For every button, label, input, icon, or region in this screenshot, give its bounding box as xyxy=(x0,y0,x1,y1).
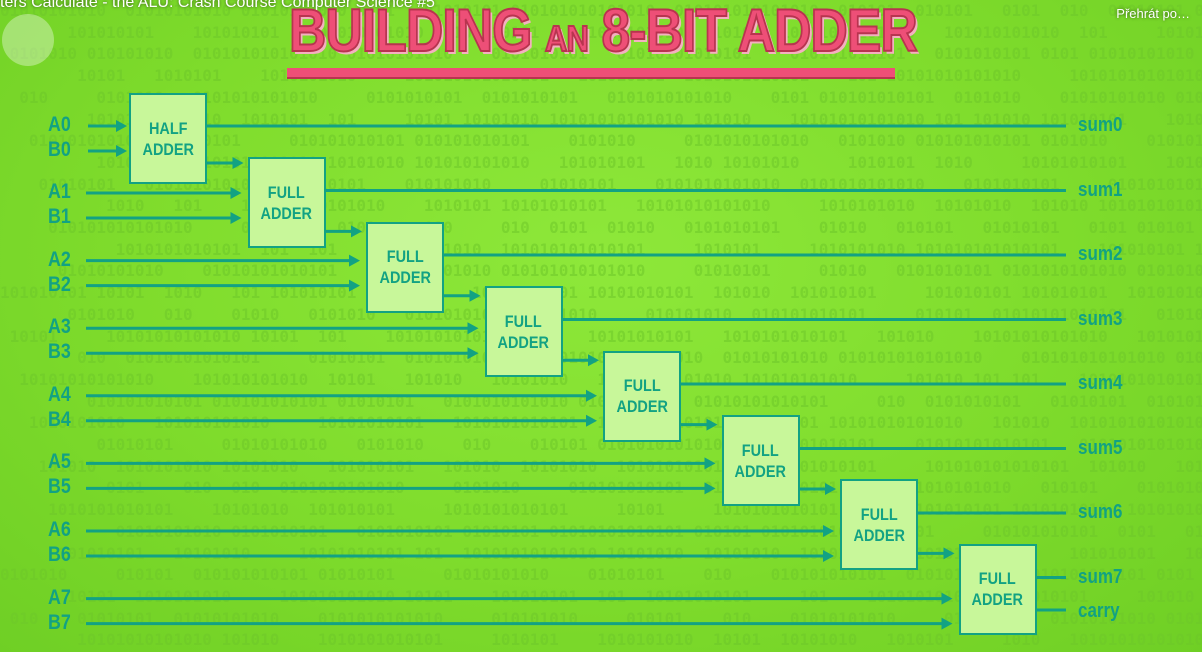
input-label-b: B7 xyxy=(48,610,71,634)
input-label-a: A6 xyxy=(48,518,71,541)
input-label-b: B4 xyxy=(48,407,71,431)
output-label-carry: carry xyxy=(1078,600,1120,622)
input-b-arrow xyxy=(349,279,360,292)
output-label-sum: sum1 xyxy=(1078,178,1123,201)
input-label-a: A4 xyxy=(48,382,71,406)
play-later-button[interactable]: Přehrát po… xyxy=(1116,6,1190,21)
pbs-logo-icon xyxy=(2,14,54,66)
carry-arrow xyxy=(825,483,836,495)
adder-label: FULL ADDER xyxy=(260,182,313,223)
input-a-arrow xyxy=(941,592,953,605)
input-a-arrow xyxy=(349,254,360,267)
input-label-b: B3 xyxy=(48,340,71,364)
output-label-sum: sum3 xyxy=(1078,307,1123,330)
input-label-b: B1 xyxy=(48,205,71,228)
carry-arrow xyxy=(351,225,362,238)
input-label-b: B0 xyxy=(48,138,71,161)
output-label-sum: sum4 xyxy=(1078,372,1123,394)
title-part-adder: 8-BIT ADDER xyxy=(601,0,919,65)
input-b-arrow xyxy=(586,414,597,427)
carry-arrow xyxy=(706,418,718,431)
input-label-b: B6 xyxy=(48,543,71,566)
full-adder-box: FULL ADDER xyxy=(247,157,326,249)
adder-label: FULL ADDER xyxy=(853,504,905,545)
output-label-sum: sum2 xyxy=(1078,243,1123,265)
carry-arrow xyxy=(232,157,244,169)
input-b-arrow xyxy=(823,550,834,562)
input-a-arrow xyxy=(467,322,479,335)
input-label-a: A0 xyxy=(48,113,71,136)
input-a-arrow xyxy=(704,457,716,470)
full-adder-box: FULL ADDER xyxy=(721,415,800,506)
input-b-arrow xyxy=(941,617,953,630)
adder-label: FULL ADDER xyxy=(734,440,787,481)
output-label-sum: sum7 xyxy=(1078,565,1123,588)
input-label-a: A7 xyxy=(48,585,71,609)
output-label-sum: sum0 xyxy=(1078,114,1123,136)
output-label-sum: sum6 xyxy=(1078,501,1123,523)
input-label-a: A5 xyxy=(48,450,71,474)
input-label-a: A2 xyxy=(48,247,71,271)
title-underline xyxy=(287,68,895,79)
carry-arrow xyxy=(943,547,955,560)
input-b-arrow xyxy=(116,145,127,157)
input-a-arrow xyxy=(116,120,127,132)
page-title: BUILDING AN 8-BIT ADDER xyxy=(288,0,919,65)
full-adder-box: FULL ADDER xyxy=(484,286,563,378)
half-adder-box: HALF ADDER xyxy=(129,93,207,184)
input-label-a: A1 xyxy=(48,180,71,203)
input-label-b: B2 xyxy=(48,272,71,296)
input-b-arrow xyxy=(704,482,716,495)
title-part-an: AN xyxy=(544,17,590,60)
input-a-arrow xyxy=(823,525,834,537)
input-label-a: A3 xyxy=(48,315,71,339)
full-adder-box: FULL ADDER xyxy=(366,221,444,313)
carry-arrow xyxy=(469,289,481,302)
input-b-arrow xyxy=(230,212,242,224)
adder-label: FULL ADDER xyxy=(379,247,431,288)
full-adder-box: FULL ADDER xyxy=(603,350,681,442)
adder-label: FULL ADDER xyxy=(497,311,550,352)
input-label-b: B5 xyxy=(48,475,71,499)
input-a-arrow xyxy=(230,187,242,199)
carry-arrow xyxy=(588,354,599,367)
video-title: ters Calculate - the ALU: Crash Course C… xyxy=(0,0,435,11)
output-label-sum: sum5 xyxy=(1078,436,1123,459)
input-b-arrow xyxy=(467,347,479,360)
input-a-arrow xyxy=(586,389,597,402)
title-part-building: BUILDING xyxy=(288,0,533,65)
adder-label: FULL ADDER xyxy=(971,569,1024,610)
adder-label: FULL ADDER xyxy=(616,376,668,417)
adder-label: HALF ADDER xyxy=(142,118,194,159)
full-adder-box: FULL ADDER xyxy=(958,543,1037,635)
full-adder-box: FULL ADDER xyxy=(840,479,918,571)
